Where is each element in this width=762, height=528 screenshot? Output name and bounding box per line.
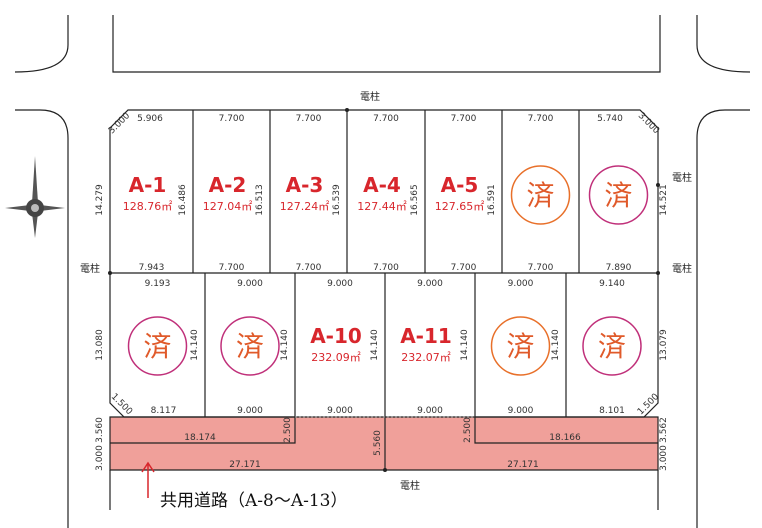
sold-stamp-text: 済: [143, 330, 171, 363]
road-dimension-label: 18.174: [184, 433, 216, 443]
road-dimension-label: 3.562: [659, 417, 669, 443]
dimension-label: 7.943: [139, 263, 165, 273]
utility-pole-icon: [108, 271, 112, 275]
dimension-label: 1.500: [636, 392, 661, 417]
dimension-label: 7.890: [606, 263, 632, 273]
utility-pole-label: 電柱: [360, 90, 380, 103]
dimension-label: 9.000: [508, 279, 534, 289]
dimension-label: 7.700: [296, 263, 322, 273]
lot-area: 232.07㎡: [401, 351, 451, 364]
road-arrow-icon: [141, 461, 155, 498]
bottom-sold-stamp-icon: [220, 316, 280, 376]
road-dimension-label: 2.500: [463, 417, 473, 443]
utility-pole-icon: [383, 468, 387, 472]
dimension-label: 9.000: [237, 406, 263, 416]
dimension-label: 14.140: [551, 329, 561, 361]
road-dimension-label: 27.171: [507, 460, 539, 470]
top-sold-stamp-icon: [510, 165, 571, 225]
dimension-label: 9.193: [145, 279, 171, 289]
lot-label: A-1: [129, 173, 167, 197]
dimension-label: 16.513: [255, 184, 265, 216]
dimension-label: 16.565: [410, 184, 420, 216]
lot-label: A-5: [441, 173, 479, 197]
dimension-label: 14.279: [95, 184, 105, 216]
utility-pole-icon: [345, 108, 349, 112]
road-dimension-label: 3.000: [659, 445, 669, 471]
compass-icon: [5, 156, 65, 238]
dimension-label: 9.000: [237, 279, 263, 289]
lot-lines: [109, 109, 659, 470]
dimension-label: 5.906: [137, 114, 163, 124]
dimension-label: 14.140: [370, 329, 380, 361]
dimension-label: 13.079: [659, 329, 669, 361]
lot-area: 128.76㎡: [123, 200, 173, 213]
dimension-label: 9.000: [417, 406, 443, 416]
surrounding-roads: [14, 15, 751, 528]
dimension-label: 16.539: [332, 184, 342, 216]
dimension-label: 7.700: [219, 114, 245, 124]
sold-stamp-text: 済: [598, 330, 626, 363]
dimension-label: 16.591: [487, 184, 497, 216]
road-dimension-label: 2.500: [283, 417, 293, 443]
utility-pole-label: 電柱: [400, 479, 420, 492]
utility-pole-label: 電柱: [672, 171, 692, 184]
dimension-label: 7.700: [373, 263, 399, 273]
lot-area: 232.09㎡: [311, 351, 361, 364]
lot-label: A-3: [286, 173, 324, 197]
road-dimension-label: 5.560: [373, 430, 383, 456]
lot-area: 127.24㎡: [280, 200, 330, 213]
dimension-label: 16.486: [178, 184, 188, 216]
dimension-label: 8.117: [151, 406, 177, 416]
lot-area: 127.44㎡: [357, 200, 407, 213]
dimension-label: 8.101: [599, 406, 625, 416]
dimension-label: 3.000: [636, 111, 661, 136]
dimension-label: 9.000: [508, 406, 534, 416]
dimension-label: 7.700: [451, 114, 477, 124]
road-label: 共用道路（A-8〜A-13）: [160, 491, 348, 511]
sold-stamp-text: 済: [236, 330, 264, 363]
dimension-label: 7.700: [451, 263, 477, 273]
dimension-label: 5.740: [597, 114, 623, 124]
lot-label: A-10: [310, 324, 362, 348]
utility-pole-icon: [656, 271, 660, 275]
dimension-label: 7.700: [219, 263, 245, 273]
bottom-sold-stamp-icon: [582, 316, 642, 376]
dimension-label: 14.140: [460, 329, 470, 361]
road-dimension-label: 3.560: [95, 417, 105, 443]
dimension-label: 14.140: [280, 329, 290, 361]
dimension-label: 7.700: [373, 114, 399, 124]
lot-area: 127.65㎡: [435, 200, 485, 213]
bottom-sold-stamp-icon: [490, 316, 551, 376]
road-dimension-label: 27.171: [229, 460, 261, 470]
dimension-label: 7.700: [528, 114, 554, 124]
utility-pole-label: 電柱: [672, 262, 692, 275]
dimension-label: 9.000: [417, 279, 443, 289]
sold-stamp-text: 済: [506, 330, 534, 363]
sold-stamp-text: 済: [604, 179, 632, 212]
dimension-label: 9.000: [327, 279, 353, 289]
sold-stamp-text: 済: [526, 179, 554, 212]
dimension-label: 3.000: [107, 111, 132, 136]
lot-label: A-2: [209, 173, 247, 197]
dimension-label: 1.500: [109, 392, 134, 417]
dimension-label: 14.521: [659, 184, 669, 216]
dimension-label: 13.080: [95, 329, 105, 361]
utility-pole-icon: [656, 183, 660, 187]
top-sold-stamp-icon: [588, 165, 649, 225]
road-dimension-label: 3.000: [95, 445, 105, 471]
dimension-label: 9.140: [599, 279, 625, 289]
road-dimension-label: 18.166: [549, 433, 581, 443]
lot-area: 127.04㎡: [203, 200, 253, 213]
utility-pole-label: 電柱: [80, 262, 100, 275]
dimension-label: 7.700: [296, 114, 322, 124]
dimension-label: 14.140: [190, 329, 200, 361]
dimension-label: 9.000: [327, 406, 353, 416]
bottom-sold-stamp-icon: [127, 316, 188, 376]
lot-label: A-4: [363, 173, 401, 197]
dimension-label: 7.700: [528, 263, 554, 273]
lot-label: A-11: [400, 324, 452, 348]
